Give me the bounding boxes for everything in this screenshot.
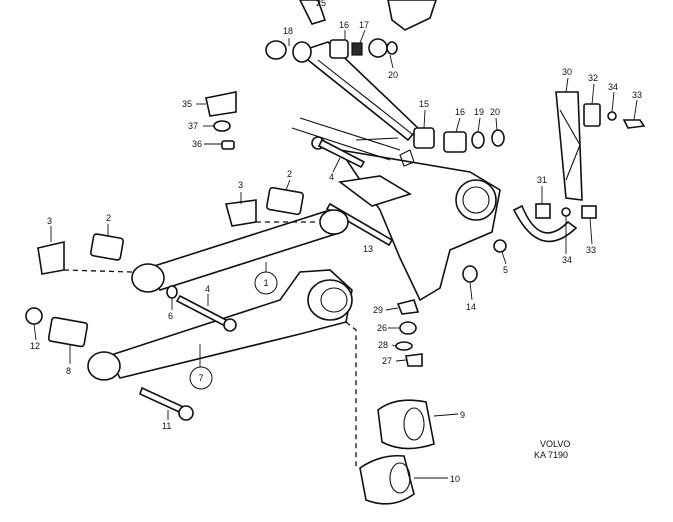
callout-26: 26 [377, 323, 387, 333]
leader-lines [33, 29, 638, 479]
axle-housing [291, 117, 507, 302]
assembly-callouts: 1 7 [189, 271, 278, 390]
callout-11: 11 [162, 421, 171, 431]
callout-36: 36 [192, 139, 202, 149]
brand-volvo: VOLVO [540, 439, 570, 449]
saddle-bracket [512, 203, 597, 243]
circled-7: 7 [198, 373, 203, 383]
torque-rod [265, 0, 505, 153]
callout-32: 32 [588, 73, 598, 83]
callout-12: 12 [30, 341, 40, 351]
callout-19: 19 [474, 107, 484, 117]
callout-10: 10 [450, 474, 460, 484]
callout-5: 5 [503, 265, 508, 275]
bolt-4-lower [166, 285, 237, 332]
callout-4: 4 [329, 172, 334, 182]
callout-16: 16 [339, 20, 349, 30]
circled-1: 1 [263, 278, 268, 288]
circle-1 [254, 271, 278, 295]
callout-3b: 3 [47, 216, 52, 226]
callout-18: 18 [283, 26, 293, 36]
callout-33: 33 [632, 90, 642, 100]
callout-6: 6 [168, 311, 173, 321]
callout-17: 17 [359, 20, 369, 30]
brand-block: VOLVO KA 7190 [534, 439, 570, 460]
callout-31: 31 [537, 175, 547, 185]
callout-8: 8 [66, 366, 71, 376]
callout-30: 30 [562, 67, 572, 77]
callout-37: 37 [188, 121, 198, 131]
brand-code: KA 7190 [534, 450, 568, 460]
callout-2: 2 [287, 169, 292, 179]
callout-3: 3 [238, 180, 243, 190]
callout-2b: 2 [106, 213, 111, 223]
circle-7 [189, 366, 213, 390]
callout-14: 14 [466, 302, 476, 312]
callout-20b: 20 [490, 107, 500, 117]
small-hardware [395, 299, 423, 367]
upper-arm [37, 186, 349, 293]
bushing-9 [377, 399, 435, 450]
callout-9: 9 [460, 410, 465, 420]
callout-33b: 33 [586, 245, 596, 255]
callout-labels: 25 18 16 17 20 30 32 34 33 35 37 36 15 1… [30, 0, 642, 484]
bolt-4-upper [311, 136, 366, 169]
callout-13: 13 [363, 244, 373, 254]
callout-25: 25 [316, 0, 326, 8]
bump-stop [205, 91, 237, 150]
callout-16b: 16 [455, 107, 465, 117]
callout-15: 15 [419, 99, 429, 109]
callout-34b: 34 [562, 255, 572, 265]
bushing-10 [359, 454, 415, 505]
callout-4b: 4 [205, 284, 210, 294]
callout-20: 20 [388, 70, 398, 80]
lower-arm [25, 269, 357, 470]
callout-34: 34 [608, 82, 618, 92]
callout-27: 27 [382, 356, 392, 366]
panhard-strap [555, 91, 646, 201]
callout-29: 29 [373, 305, 383, 315]
callout-28: 28 [378, 340, 388, 350]
callout-35: 35 [182, 99, 192, 109]
